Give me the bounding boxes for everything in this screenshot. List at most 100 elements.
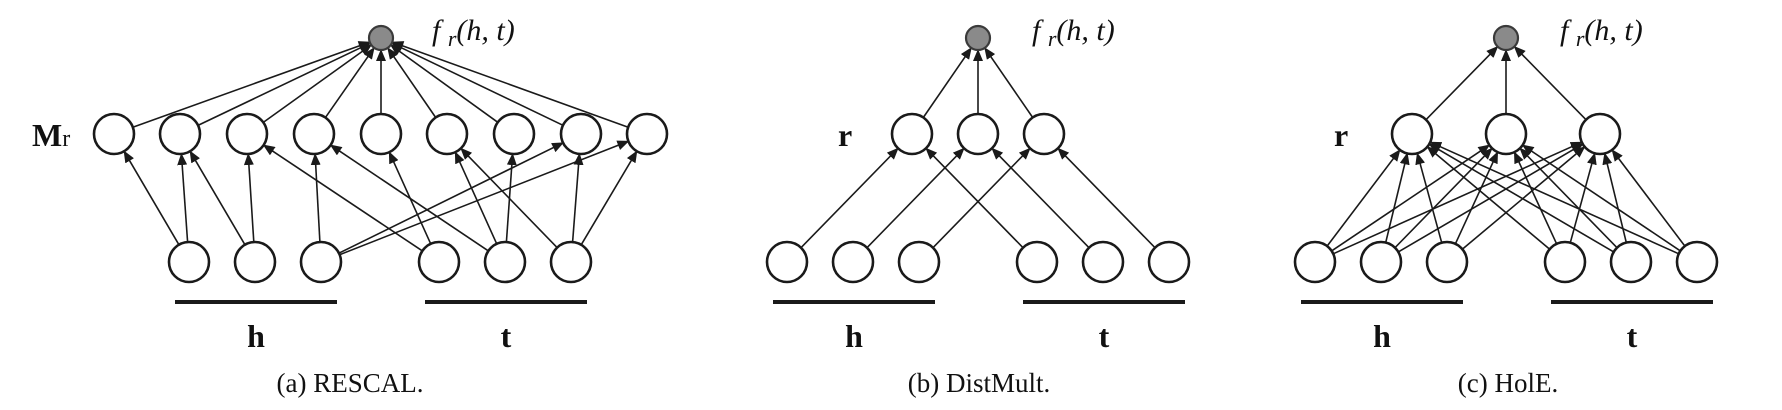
rescal-edge-in2-mid7 bbox=[338, 142, 564, 254]
rescal-mid-node-1 bbox=[92, 112, 136, 156]
hole-h-node-1 bbox=[1293, 240, 1337, 284]
distmult-caption: (b) DistMult. bbox=[908, 368, 1051, 398]
rescal-t-node-3 bbox=[549, 240, 593, 284]
rescal-output-label: f r(h, t) bbox=[432, 14, 515, 51]
panel-distmult: f r(h, t) r h t (b) DistMult. bbox=[765, 14, 1191, 398]
distmult-output-node bbox=[964, 24, 992, 52]
hole-edge-in2-mid1 bbox=[1454, 151, 1499, 245]
rescal-mid-node-5 bbox=[359, 112, 403, 156]
hole-edge-mid2-out bbox=[1513, 45, 1587, 121]
distmult-h-node-3 bbox=[897, 240, 941, 284]
distmult-edge-in4-mid1 bbox=[991, 147, 1090, 249]
rescal-edge-in0-mid0 bbox=[123, 150, 180, 246]
rescal-output-node bbox=[367, 24, 395, 52]
rescal-edge-mid1-out bbox=[197, 42, 372, 127]
rescal-edge-in1-mid1 bbox=[189, 150, 246, 246]
rescal-h-node-2 bbox=[233, 240, 277, 284]
rescal-edge-mid0-out bbox=[132, 41, 371, 128]
rescal-edge-in2-mid3 bbox=[310, 153, 321, 243]
hole-t-node-1 bbox=[1543, 240, 1587, 284]
distmult-h-node-1 bbox=[765, 240, 809, 284]
rescal-edge-mid6-out bbox=[389, 44, 499, 123]
panel-rescal: f r(h, t) Mr h t (a) RESCAL. bbox=[32, 14, 669, 398]
rescal-edge-in3-mid2 bbox=[262, 144, 423, 252]
hole-edge-in0-mid1 bbox=[1331, 144, 1491, 252]
hole-edge-in4-mid0 bbox=[1428, 143, 1615, 253]
rescal-edge-in4-mid3 bbox=[329, 144, 489, 252]
rescal-edge-in1-mid2 bbox=[243, 153, 255, 243]
hole-edge-in4-mid2 bbox=[1602, 152, 1628, 243]
distmult-edge-in2-mid2 bbox=[932, 147, 1031, 249]
distmult-mid-label: r bbox=[838, 117, 852, 153]
hole-h-label: h bbox=[1373, 318, 1391, 354]
hole-edge-in1-mid0 bbox=[1384, 152, 1410, 243]
rescal-mid-label-sub: r bbox=[62, 126, 70, 152]
hole-h-node-3 bbox=[1425, 240, 1469, 284]
hole-edge-in4-mid1 bbox=[1519, 147, 1618, 249]
rescal-t-node-2 bbox=[483, 240, 527, 284]
hole-edge-in0-mid2 bbox=[1332, 141, 1583, 255]
rescal-edge-in5-mid7 bbox=[571, 152, 584, 243]
rescal-edge-mid5-out bbox=[387, 47, 437, 118]
hole-edge-in2-mid0 bbox=[1415, 152, 1443, 243]
rescal-mid-node-6 bbox=[425, 112, 469, 156]
distmult-mid-node-2 bbox=[956, 112, 1000, 156]
distmult-t-node-2 bbox=[1081, 240, 1125, 284]
distmult-edge-in5-mid2 bbox=[1057, 147, 1156, 249]
distmult-h-label: h bbox=[845, 318, 863, 354]
distmult-edge-mid0-out bbox=[922, 47, 972, 118]
rescal-edge-in5-mid5 bbox=[460, 147, 558, 249]
distmult-mid-node-1 bbox=[890, 112, 934, 156]
hole-edge-in3-mid2 bbox=[1569, 152, 1597, 243]
distmult-edge-in1-mid1 bbox=[866, 147, 965, 249]
hole-h-node-2 bbox=[1359, 240, 1403, 284]
distmult-t-node-1 bbox=[1015, 240, 1059, 284]
distmult-t-label: t bbox=[1099, 318, 1110, 354]
hole-output-label: f r(h, t) bbox=[1560, 14, 1643, 51]
rescal-h-node-1 bbox=[167, 240, 211, 284]
distmult-edge-in0-mid0 bbox=[800, 147, 899, 249]
hole-mid-node-1 bbox=[1390, 112, 1434, 156]
distmult-output-label: f r(h, t) bbox=[1032, 14, 1115, 51]
rescal-t-node-1 bbox=[417, 240, 461, 284]
distmult-mid-node-3 bbox=[1022, 112, 1066, 156]
distmult-edge-in3-mid0 bbox=[925, 147, 1024, 249]
rescal-mid-node-2 bbox=[158, 112, 202, 156]
hole-mid-node-3 bbox=[1578, 112, 1622, 156]
rescal-h-label: h bbox=[247, 318, 265, 354]
distmult-h-node-2 bbox=[831, 240, 875, 284]
rescal-edge-in0-mid1 bbox=[177, 153, 189, 243]
rescal-edge-in4-mid5 bbox=[454, 151, 498, 245]
hole-output-node bbox=[1492, 24, 1520, 52]
rescal-caption: (a) RESCAL. bbox=[277, 368, 424, 398]
hole-t-node-3 bbox=[1675, 240, 1719, 284]
rescal-nodes bbox=[92, 24, 669, 284]
hole-caption: (c) HolE. bbox=[1458, 368, 1558, 398]
rescal-edge-mid2-out bbox=[262, 44, 373, 124]
hole-mid-node-2 bbox=[1484, 112, 1528, 156]
rescal-h-node-3 bbox=[299, 240, 343, 284]
rescal-mid-node-9 bbox=[625, 112, 669, 156]
distmult-nodes bbox=[765, 24, 1191, 284]
hole-edges bbox=[1326, 45, 1686, 255]
distmult-edge-mid2-out bbox=[984, 47, 1034, 118]
rescal-mid-node-7 bbox=[492, 112, 536, 156]
hole-edge-in2-mid2 bbox=[1461, 146, 1586, 250]
hole-edge-in5-mid2 bbox=[1611, 149, 1686, 247]
hole-mid-label: r bbox=[1334, 117, 1348, 153]
hole-edge-in5-mid0 bbox=[1429, 141, 1680, 255]
rescal-mid-node-8 bbox=[559, 112, 603, 156]
hole-edge-in0-mid0 bbox=[1326, 149, 1401, 247]
hole-edge-mid0-out bbox=[1425, 45, 1499, 121]
hole-edge-in1-mid1 bbox=[1394, 147, 1493, 249]
hole-t-label: t bbox=[1627, 318, 1638, 354]
rescal-t-label: t bbox=[501, 318, 512, 354]
rescal-mid-node-4 bbox=[292, 112, 336, 156]
rescal-edge-mid7-out bbox=[390, 42, 564, 127]
hole-edge-in3-mid1 bbox=[1513, 151, 1558, 245]
rescal-edge-mid8-out bbox=[391, 41, 629, 128]
hole-t-node-2 bbox=[1609, 240, 1653, 284]
distmult-edges bbox=[800, 47, 1156, 249]
